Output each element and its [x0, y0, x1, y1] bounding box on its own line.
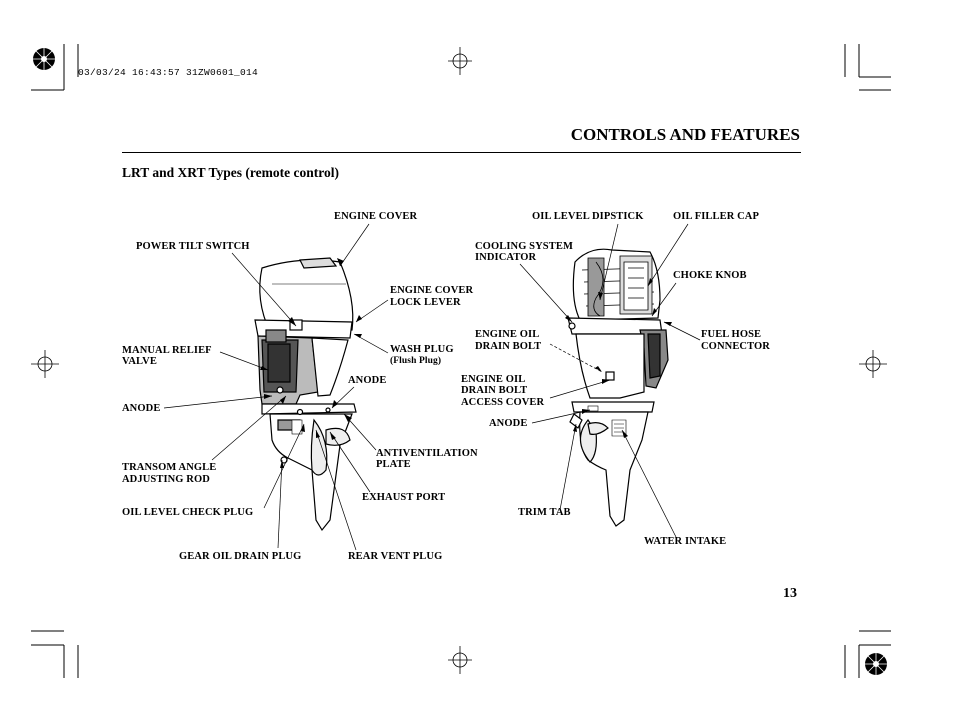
label-rear-vent-plug: REAR VENT PLUG — [348, 551, 443, 562]
registration-target-bottom-right — [865, 653, 887, 675]
left-outboard-illustration — [254, 257, 357, 532]
label-flush-plug: (Flush Plug) — [390, 356, 442, 366]
label-engine-cover-lock-lever-2: LOCK LEVER — [390, 297, 461, 308]
label-access-cover-1: ENGINE OIL — [461, 374, 526, 385]
label-engine-oil-drain-bolt-1: ENGINE OIL — [475, 329, 540, 340]
label-transom-angle-1: TRANSOM ANGLE — [122, 462, 217, 473]
label-choke-knob: CHOKE KNOB — [673, 270, 747, 281]
page-number: 13 — [783, 586, 797, 601]
print-stamp: 03/03/24 16:43:57 31ZW0601_014 — [78, 67, 259, 78]
page-title: CONTROLS AND FEATURES — [570, 125, 800, 144]
right-outboard-illustration — [567, 248, 669, 527]
label-water-intake: WATER INTAKE — [644, 536, 727, 547]
label-oil-filler-cap: OIL FILLER CAP — [673, 211, 759, 222]
label-antiventilation-plate-1: ANTIVENTILATION — [376, 448, 478, 459]
registration-marks — [31, 47, 887, 674]
label-antiventilation-plate-2: PLATE — [376, 459, 411, 470]
label-wash-plug: WASH PLUG — [390, 344, 454, 355]
label-engine-cover-lock-lever-1: ENGINE COVER — [390, 285, 474, 296]
label-cooling-system-1: COOLING SYSTEM — [475, 241, 573, 252]
registration-target-top-left — [33, 48, 55, 70]
label-cooling-system-2: INDICATOR — [475, 252, 537, 263]
label-engine-cover: ENGINE COVER — [334, 211, 418, 222]
label-oil-level-dipstick: OIL LEVEL DIPSTICK — [532, 211, 644, 222]
label-power-tilt-switch: POWER TILT SWITCH — [136, 241, 250, 252]
label-fuel-hose-1: FUEL HOSE — [701, 329, 762, 340]
label-manual-relief-valve-1: MANUAL RELIEF — [122, 345, 212, 356]
label-engine-oil-drain-bolt-2: DRAIN BOLT — [475, 341, 542, 352]
label-access-cover-2: DRAIN BOLT — [461, 385, 528, 396]
label-oil-level-check-plug: OIL LEVEL CHECK PLUG — [122, 507, 254, 518]
title-rule — [122, 152, 801, 153]
leader-lines — [163, 223, 701, 551]
label-gear-oil-drain-plug: GEAR OIL DRAIN PLUG — [179, 551, 302, 562]
label-exhaust-port: EXHAUST PORT — [362, 492, 446, 503]
label-trim-tab: TRIM TAB — [518, 507, 571, 518]
label-manual-relief-valve-2: VALVE — [122, 356, 157, 367]
label-anode-right: ANODE — [489, 418, 528, 429]
label-anode-mid: ANODE — [348, 375, 387, 386]
label-fuel-hose-2: CONNECTOR — [701, 341, 770, 352]
label-access-cover-3: ACCESS COVER — [461, 397, 545, 408]
leader-arrowheads — [260, 258, 672, 468]
section-subtitle: LRT and XRT Types (remote control) — [122, 165, 339, 180]
label-transom-angle-2: ADJUSTING ROD — [122, 474, 210, 485]
label-anode-left: ANODE — [122, 403, 161, 414]
